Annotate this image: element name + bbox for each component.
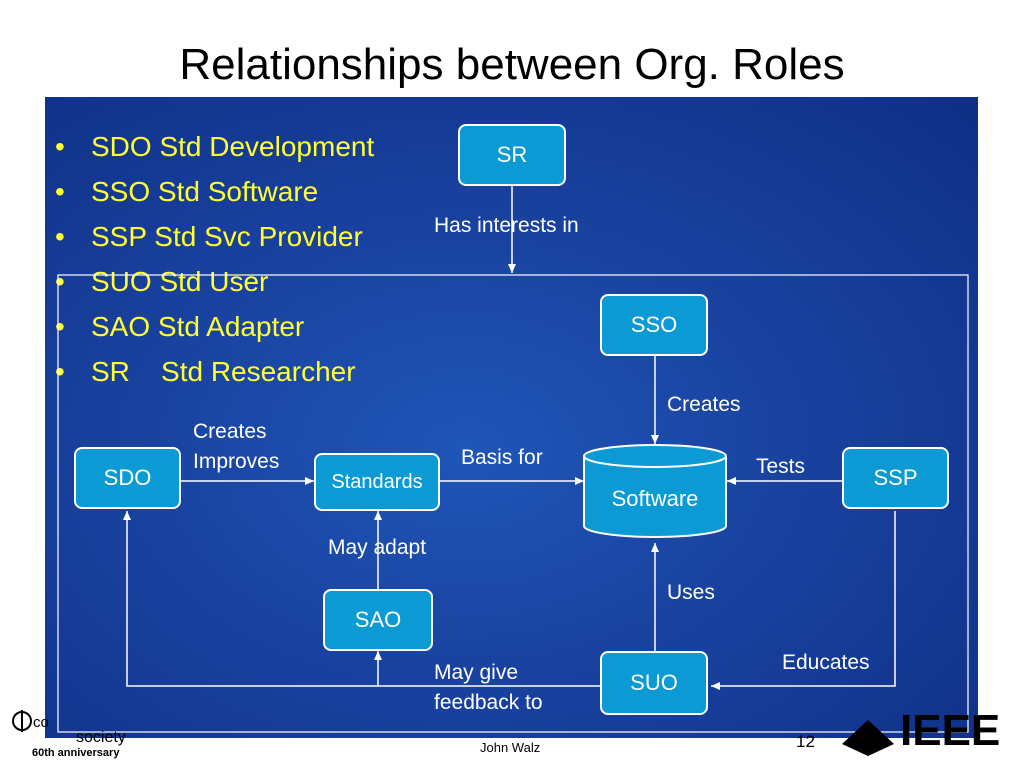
label-educates: Educates: [782, 651, 870, 674]
node-sdo: SDO: [74, 447, 181, 509]
software-cylinder: [583, 444, 727, 538]
bullet-text: SSP Std Svc Provider: [91, 221, 363, 252]
node-suo: SUO: [600, 651, 708, 715]
role-abbreviation-list: •SDO Std Development •SSO Std Software •…: [55, 124, 374, 394]
label-creates-sso: Creates: [667, 393, 741, 416]
bullet-item: •SR Std Researcher: [55, 356, 356, 387]
footer-author: John Walz: [480, 740, 541, 755]
bullet-text: SDO Std Development: [91, 131, 375, 162]
ieee-text: IEEE: [900, 706, 1001, 755]
inner-frame: [57, 274, 969, 733]
bullet-text: SSO Std Software: [91, 176, 319, 207]
bullet-text: SR Std Researcher: [91, 356, 356, 387]
bullet-item: •SSP Std Svc Provider: [55, 221, 363, 252]
label-creates: Creates: [193, 420, 267, 443]
label-uses: Uses: [667, 581, 715, 604]
bullet-item: •SSO Std Software: [55, 176, 319, 207]
ieee-logo: IEEE: [838, 700, 1024, 760]
node-sao: SAO: [323, 589, 433, 651]
society-emblem-icon: co: [12, 710, 49, 732]
label-basis-for: Basis for: [461, 446, 543, 469]
bullet-item: •SDO Std Development: [55, 131, 375, 162]
page-number: 12: [796, 732, 815, 751]
bullet-item: •SAO Std Adapter: [55, 311, 305, 342]
label-improves: Improves: [193, 450, 280, 473]
label-has-interests-in: Has interests in: [434, 214, 579, 237]
label-may-adapt: May adapt: [328, 536, 427, 559]
label-may-give: May give: [434, 661, 519, 684]
node-sr: SR: [458, 124, 566, 186]
node-standards: Standards: [314, 453, 440, 511]
node-sso: SSO: [600, 294, 708, 356]
anniversary-text: 60th anniversary: [32, 747, 120, 759]
society-text: society: [76, 729, 126, 746]
edge-suo-feedback-sdo: [123, 511, 600, 687]
bullet-item: •SUO Std User: [55, 266, 269, 297]
bullet-text: SUO Std User: [91, 266, 269, 297]
node-ssp: SSP: [842, 447, 949, 509]
slide-title: Relationships between Org. Roles: [179, 40, 845, 89]
ieee-diamond-icon: [842, 720, 894, 756]
svg-text:co: co: [33, 714, 49, 731]
label-feedback-to: feedback to: [434, 691, 543, 714]
edge-ssp-educates-suo: [711, 511, 896, 690]
bullet-text: SAO Std Adapter: [91, 311, 305, 342]
node-software: Software: [611, 486, 699, 511]
label-tests: Tests: [756, 455, 806, 478]
computer-society-logo: co society 60th anniversary: [6, 707, 136, 763]
